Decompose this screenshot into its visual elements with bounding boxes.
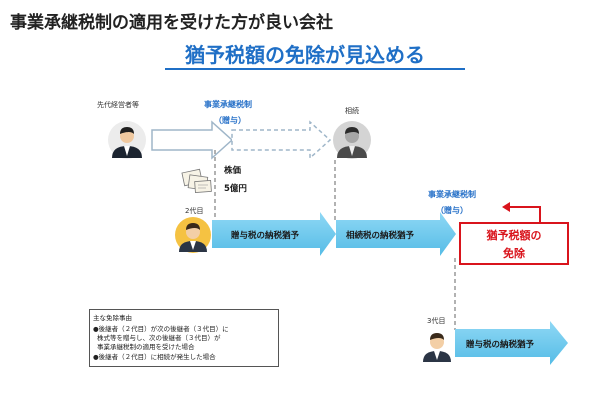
notes-item1-line3: 事業承継税制の適用を受けた場合 (97, 343, 195, 351)
gift-tax-deferral-text-1: 贈与税の納税猶予 (231, 231, 300, 241)
gift-label-top: （贈与） (214, 116, 246, 125)
gen2-avatar-icon (175, 217, 211, 253)
predecessor-label: 先代経営者等 (97, 101, 139, 109)
exemption-reasons-box (89, 309, 279, 367)
inheritance-tax-deferral-arrow (336, 212, 456, 256)
top-dashed-arrow (231, 120, 332, 160)
notes-item1-line1: ●後継者（２代目）が次の後継者（３代目）に (93, 325, 229, 333)
predecessor-avatar-icon (108, 121, 146, 159)
red-pointer-head (502, 202, 510, 212)
page-subtitle: 猶予税額の免除が見込める (185, 43, 425, 67)
gift-label-mid: （贈与） (436, 206, 468, 215)
exemption-text-line2: 免除 (503, 247, 525, 260)
page-title: 事業承継税制の適用を受けた方が良い会社 (10, 13, 333, 33)
inheritance-tax-deferral-text: 相続税の納税猶予 (346, 231, 415, 241)
gen3-avatar-icon (420, 328, 454, 362)
top-gift-arrow-outline (151, 120, 234, 160)
business-succession-system-label-top: 事業承継税制 (204, 100, 252, 109)
business-succession-system-label-mid: 事業承継税制 (428, 190, 476, 199)
gift-tax-deferral-arrow-1 (212, 212, 336, 256)
notes-heading: 主な免除事由 (93, 314, 132, 322)
subtitle-underline (165, 68, 465, 70)
red-pointer-line (508, 206, 541, 222)
gift-tax-deferral-arrow-2 (455, 321, 568, 365)
inheritance-avatar-icon (333, 121, 371, 159)
gift-tax-deferral-text-2: 贈与税の納税猶予 (466, 340, 535, 350)
inheritance-label: 相続 (345, 107, 359, 115)
notes-item2: ●後継者（２代目）に相続が発生した場合 (93, 353, 216, 361)
stock-certificates-icon (181, 168, 212, 193)
gen3-label: 3代目 (427, 317, 446, 325)
stock-price-label: 株価 (224, 166, 242, 176)
stock-value-label: 5億円 (224, 184, 247, 194)
tax-exemption-box (459, 222, 569, 265)
gen2-label: 2代目 (185, 207, 204, 215)
notes-item1-line2: 株式等を贈与し、次の後継者（３代目）が (97, 334, 221, 342)
exemption-text-line1: 猶予税額の (486, 229, 542, 242)
